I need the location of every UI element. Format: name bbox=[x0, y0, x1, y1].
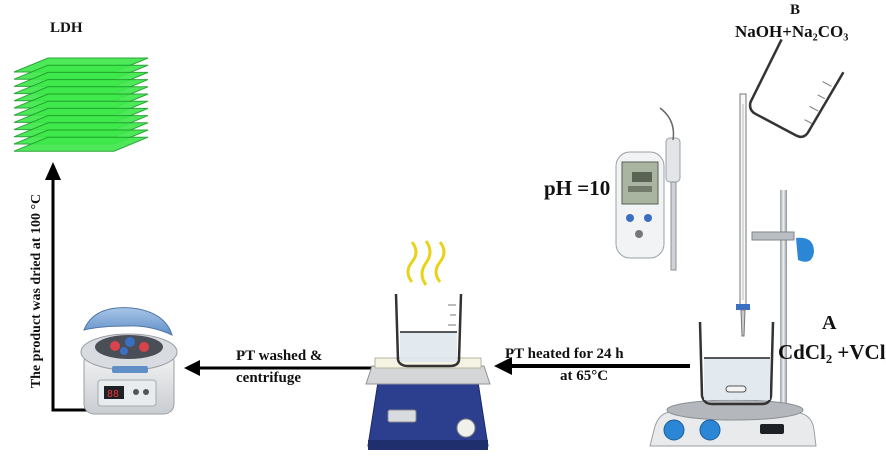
centrifuge-icon: 88 bbox=[80, 307, 178, 415]
reagent-b-label: NaOH+Na₂CO₃ bbox=[735, 22, 849, 41]
reagent-a-label: CdCl₂ +VCl₃ bbox=[778, 340, 886, 364]
drying-arrow bbox=[45, 162, 88, 412]
label-b: B bbox=[790, 2, 801, 18]
centrifuge-display: 88 bbox=[107, 389, 119, 400]
label-a: A bbox=[822, 312, 837, 334]
hotplate-icon bbox=[365, 357, 491, 450]
retort-stand-icon bbox=[751, 190, 814, 410]
ldh-layer bbox=[13, 136, 149, 152]
ldh-label: LDH bbox=[50, 20, 83, 36]
reaction-beaker-icon bbox=[698, 321, 775, 406]
ph-meter-icon bbox=[615, 107, 681, 271]
wash-step-label-line1: PT washed & bbox=[236, 348, 323, 364]
ph-label: pH =10 bbox=[544, 176, 611, 200]
heating-step-label-line2: at 65°C bbox=[560, 368, 609, 384]
wash-arrow bbox=[184, 360, 377, 376]
burette-icon bbox=[736, 93, 750, 337]
heating-arrow bbox=[494, 357, 690, 375]
ldh-layered-structure bbox=[13, 57, 149, 152]
wash-step-label-line2: centrifuge bbox=[236, 370, 301, 386]
steam-icon bbox=[406, 240, 446, 286]
heating-step-label-line1: PT heated for 24 h bbox=[505, 346, 624, 362]
hotplate-beaker-icon bbox=[394, 293, 463, 368]
pouring-beaker-icon bbox=[748, 38, 845, 139]
drying-step-label: The product was dried at 100 °C bbox=[29, 193, 44, 389]
magnetic-stirrer-icon bbox=[649, 399, 817, 447]
